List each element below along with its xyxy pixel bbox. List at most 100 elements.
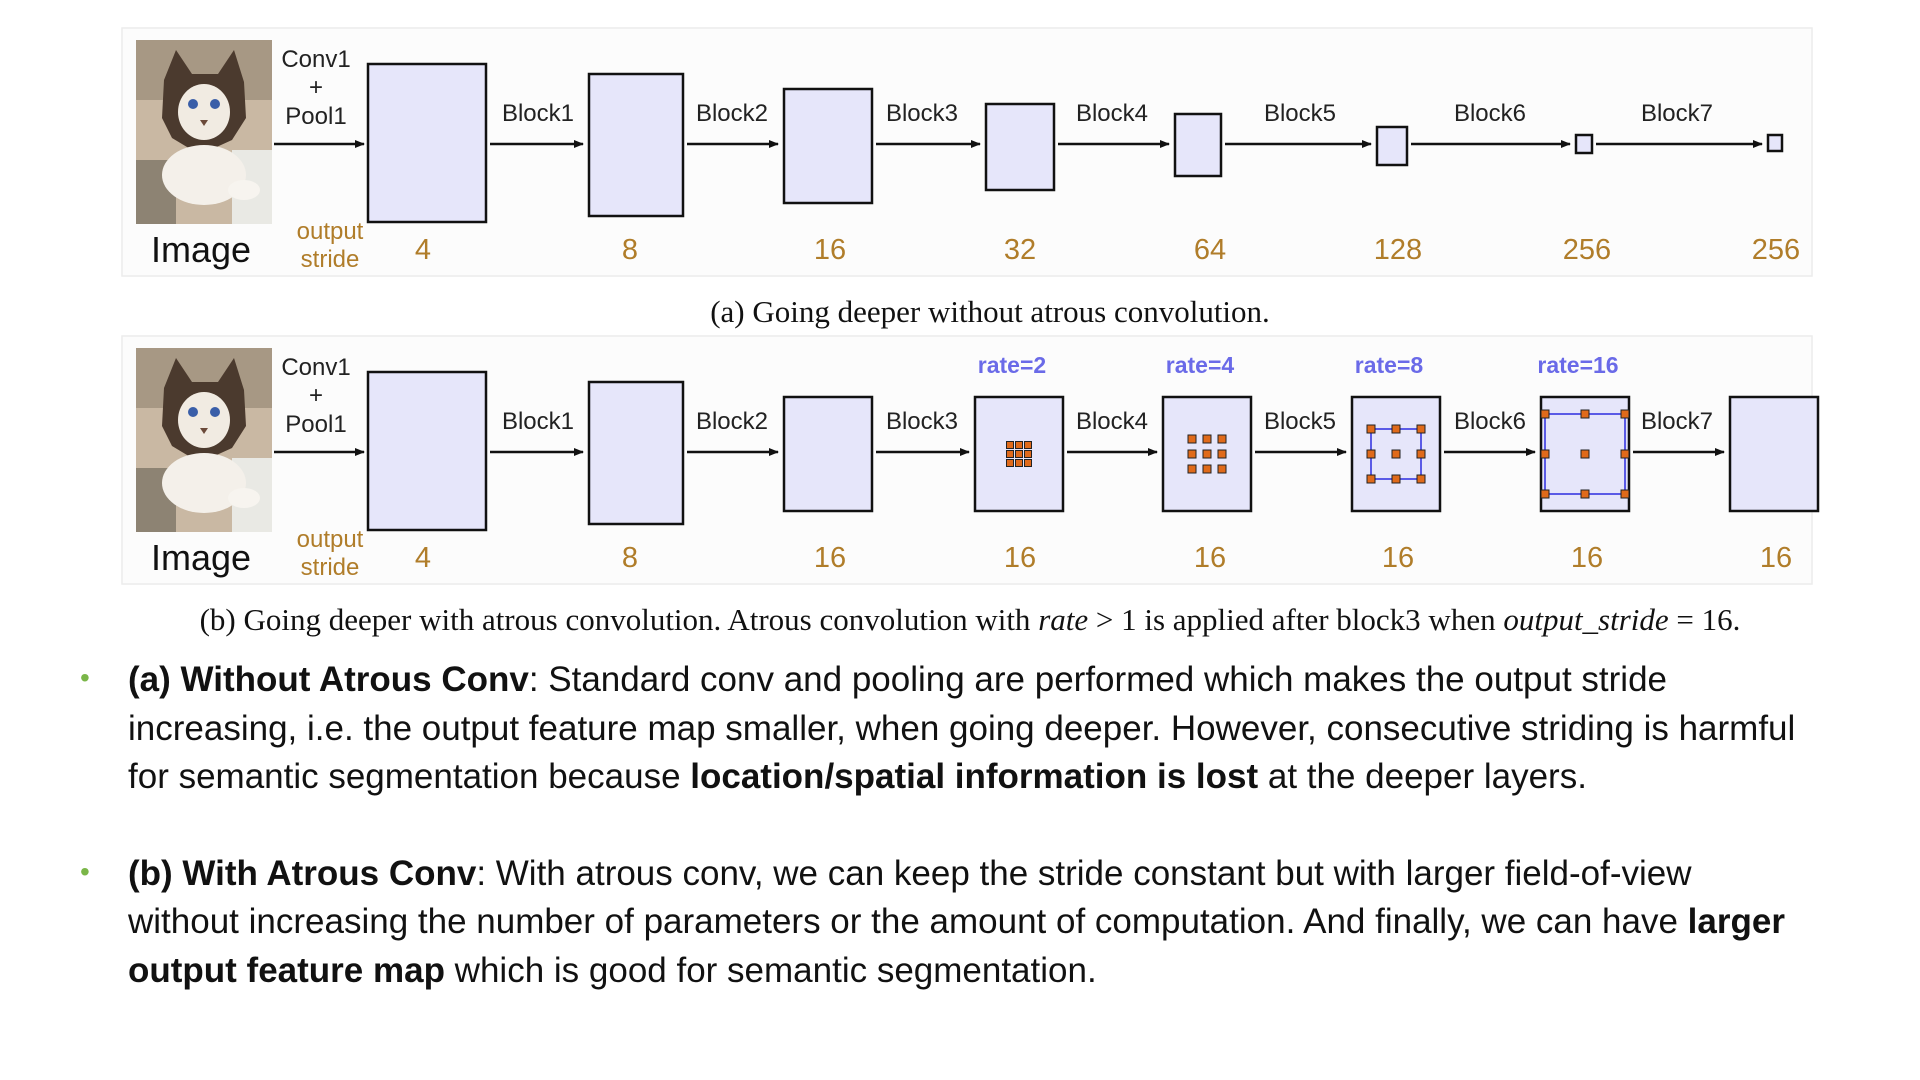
kernel-tap-3-1-0 [1366,449,1376,459]
panel-a-feature-box-7 [1574,133,1594,155]
panel-a-stride-value-1: 4 [415,234,431,266]
panel-b-feature-box-4 [973,395,1065,513]
panel-b-stride-label: stride [301,554,360,581]
dilated-kernel-3 [1366,424,1426,484]
kernel-tap-2-2-2 [1217,464,1227,474]
caption-b-part-3: = 16. [1669,602,1741,637]
panel-b-feature-box-8 [1728,395,1820,513]
panel-b-stride-value-6: 16 [1382,542,1414,574]
kernel-tap-3-2-2 [1416,474,1426,484]
panel-a-feature-box-3 [782,87,874,205]
kernel-tap-2-1-1 [1202,449,1212,459]
panel-a-output-label: output [297,218,364,245]
kernel-tap-2-1-0 [1187,449,1197,459]
panel-b-stride-value-3: 16 [814,542,846,574]
kernel-tap-1-1-1 [1015,450,1023,458]
kernel-tap-3-0-1 [1391,424,1401,434]
bullet-text: at the deeper layers. [1258,757,1587,796]
bullet-marker: • [80,855,90,887]
kernel-tap-1-1-0 [1006,450,1014,458]
panel-b-stride-value-1: 4 [415,542,431,574]
panel-a-conv-label-2: Pool1 [285,103,346,130]
kernel-tap-1-2-0 [1006,459,1014,467]
kernel-tap-4-2-2 [1620,489,1630,499]
panel-a-conv-label-1: + [309,74,323,101]
panel-a-conv-label-0: Conv1 [281,46,350,73]
panel-a-stride-value-3: 16 [814,234,846,266]
panel-b-block-label-2: Block2 [696,408,768,435]
panel-b-conv-label-0: Conv1 [281,354,350,381]
kernel-tap-4-2-0 [1540,489,1550,499]
panel-a-feature-box-6 [1375,125,1409,167]
panel-a-block-label-5: Block5 [1264,100,1336,127]
panel-b-rate-label-3: rate=8 [1355,352,1424,378]
panel-a-caption: (a) Going deeper without atrous convolut… [710,294,1270,329]
panel-b-block-label-5: Block5 [1264,408,1336,435]
panel-a-block-label-6: Block6 [1454,100,1526,127]
panel-b-block-label-4: Block4 [1076,408,1148,435]
kernel-tap-3-0-2 [1416,424,1426,434]
panel-b-rate-label-4: rate=16 [1537,352,1618,378]
panel-a-input-image [136,40,272,224]
panel-b-block-label-6: Block6 [1454,408,1526,435]
panel-a-stride-value-2: 8 [622,234,638,266]
panel-a-feature-box-5 [1173,112,1223,178]
kernel-tap-2-2-0 [1187,464,1197,474]
kernel-tap-1-1-2 [1024,450,1032,458]
panel-b-image-label: Image [151,537,251,578]
panel-b-caption: (b) Going deeper with atrous convolution… [200,602,1741,637]
kernel-tap-3-2-1 [1391,474,1401,484]
bullet-item-2: • (b) With Atrous Conv: With atrous conv,… [80,850,1800,996]
kernel-tap-3-0-0 [1366,424,1376,434]
kernel-tap-1-0-0 [1006,441,1014,449]
panel-a-cat-photo [136,40,272,224]
bullet-marker: • [80,662,90,693]
panel-b-conv-label-2: Pool1 [285,411,346,438]
panel-a-stride-value-7: 256 [1563,234,1611,266]
panel-a-feature-box-1 [366,62,488,224]
bullet-bold-text: location/spatial information is lost [690,757,1259,796]
panel-a-feature-box-8 [1766,133,1784,153]
kernel-tap-2-1-2 [1217,449,1227,459]
panel-b-stride-value-8: 16 [1760,542,1792,574]
bullet-text: : With atrous conv, we can keep the stri… [128,853,1692,942]
bullet-bold-text: larger output feature map [128,902,1785,990]
panel-b-stride-value-5: 16 [1194,542,1226,574]
kernel-tap-2-0-1 [1202,434,1212,444]
panel-b-feature-box-2 [587,380,685,526]
panel-a-block-label-3: Block3 [886,100,958,127]
kernel-tap-1-2-1 [1015,459,1023,467]
kernel-tap-4-1-2 [1620,449,1630,459]
panel-a-image-label: Image [151,229,251,270]
panel-a-block-label-4: Block4 [1076,100,1148,127]
bullet-bold-text: (b) With Atrous Conv [128,853,477,893]
panel-b-block-label-1: Block1 [502,408,574,435]
kernel-tap-3-1-2 [1416,449,1426,459]
dilated-kernel-2 [1187,434,1227,474]
panel-b-stride-value-7: 16 [1571,542,1603,574]
panel-a-stride-value-5: 64 [1194,234,1226,266]
panel-b-rate-label-2: rate=4 [1166,352,1235,378]
panel-a-stride-label: stride [301,246,360,273]
panel-a-feature-box-4 [984,102,1056,192]
bullet-list: •(a) Without Atrous Conv: Standard conv … [80,656,1800,995]
panel-a-stride-value-6: 128 [1374,234,1422,266]
panel-b-cat-photo [136,348,272,532]
kernel-tap-1-0-2 [1024,441,1032,449]
panel-b-feature-box-1 [366,370,488,532]
panel-a-stride-value-4: 32 [1004,234,1036,266]
kernel-tap-3-1-1 [1391,449,1401,459]
kernel-tap-1-0-1 [1015,441,1023,449]
panel-b-block-label-3: Block3 [886,408,958,435]
panel-b-rate-label-1: rate=2 [978,352,1046,378]
panel-a-block-label-2: Block2 [696,100,768,127]
panel-a-block-label-1: Block1 [502,100,574,127]
kernel-tap-4-0-1 [1580,409,1590,419]
dilated-kernel-1 [1006,441,1032,467]
panel-b-input-image [136,348,272,532]
kernel-tap-4-1-0 [1540,449,1550,459]
panel-b-block-label-7: Block7 [1641,408,1713,435]
